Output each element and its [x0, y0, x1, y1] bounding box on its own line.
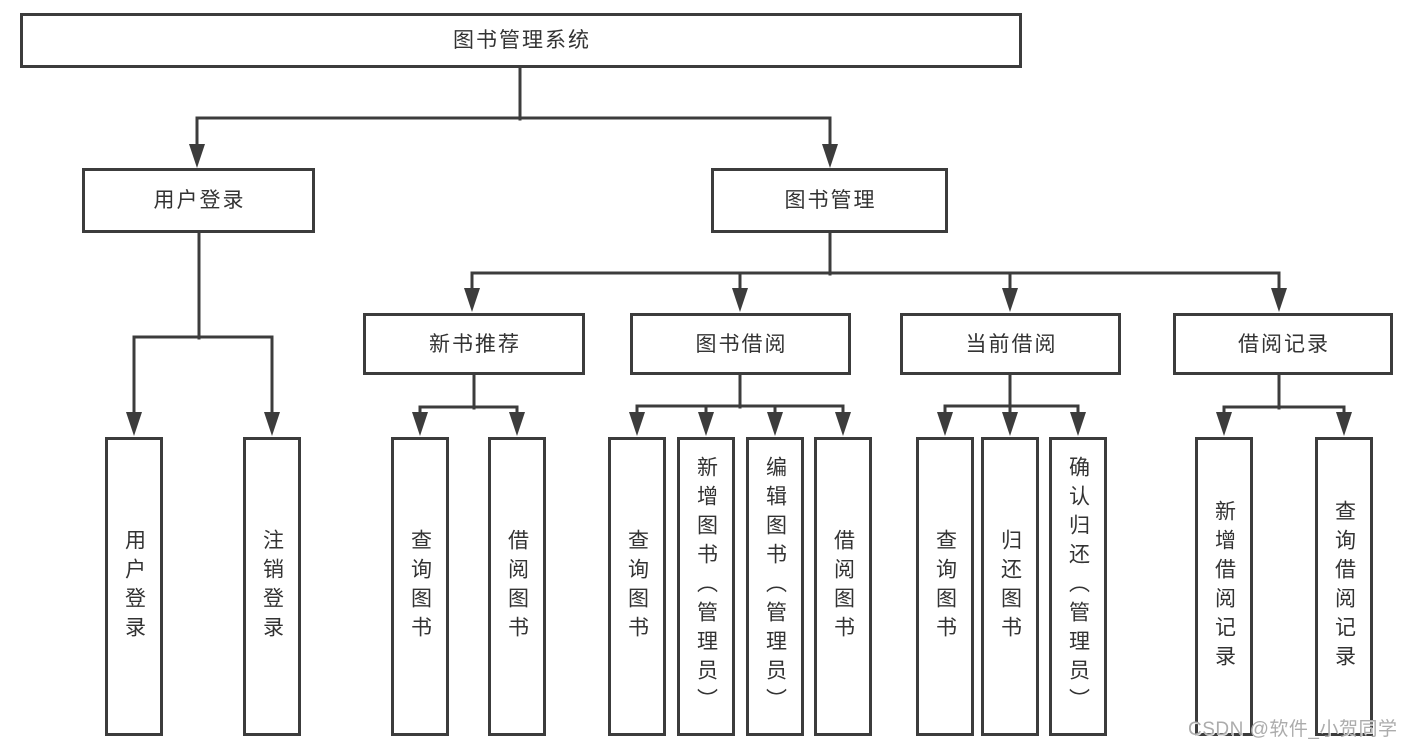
leaf-borrow-books-recommend: 借阅图书: [488, 437, 546, 736]
node-borrow-records: 借阅记录: [1173, 313, 1393, 375]
leaf-confirm-return-admin: 确认归还（管理员）: [1049, 437, 1107, 736]
node-library-management-system: 图书管理系统: [20, 13, 1022, 68]
csdn-watermark: CSDN @软件_小贺同学: [1188, 719, 1398, 740]
node-user-login: 用户登录: [82, 168, 315, 233]
leaf-query-borrow-record: 查询借阅记录: [1315, 437, 1373, 736]
leaf-query-books-current: 查询图书: [916, 437, 974, 736]
leaf-logout: 注销登录: [243, 437, 301, 736]
leaf-return-books: 归还图书: [981, 437, 1039, 736]
leaf-add-borrow-record: 新增借阅记录: [1195, 437, 1253, 736]
leaf-borrow-books: 借阅图书: [814, 437, 872, 736]
leaf-user-login: 用户登录: [105, 437, 163, 736]
leaf-add-books-admin: 新增图书（管理员）: [677, 437, 735, 736]
node-current-borrow: 当前借阅: [900, 313, 1121, 375]
leaf-query-books-recommend: 查询图书: [391, 437, 449, 736]
node-book-management: 图书管理: [711, 168, 948, 233]
node-book-borrow: 图书借阅: [630, 313, 851, 375]
leaf-query-books-borrow: 查询图书: [608, 437, 666, 736]
node-new-book-recommend: 新书推荐: [363, 313, 585, 375]
leaf-edit-books-admin: 编辑图书（管理员）: [746, 437, 804, 736]
